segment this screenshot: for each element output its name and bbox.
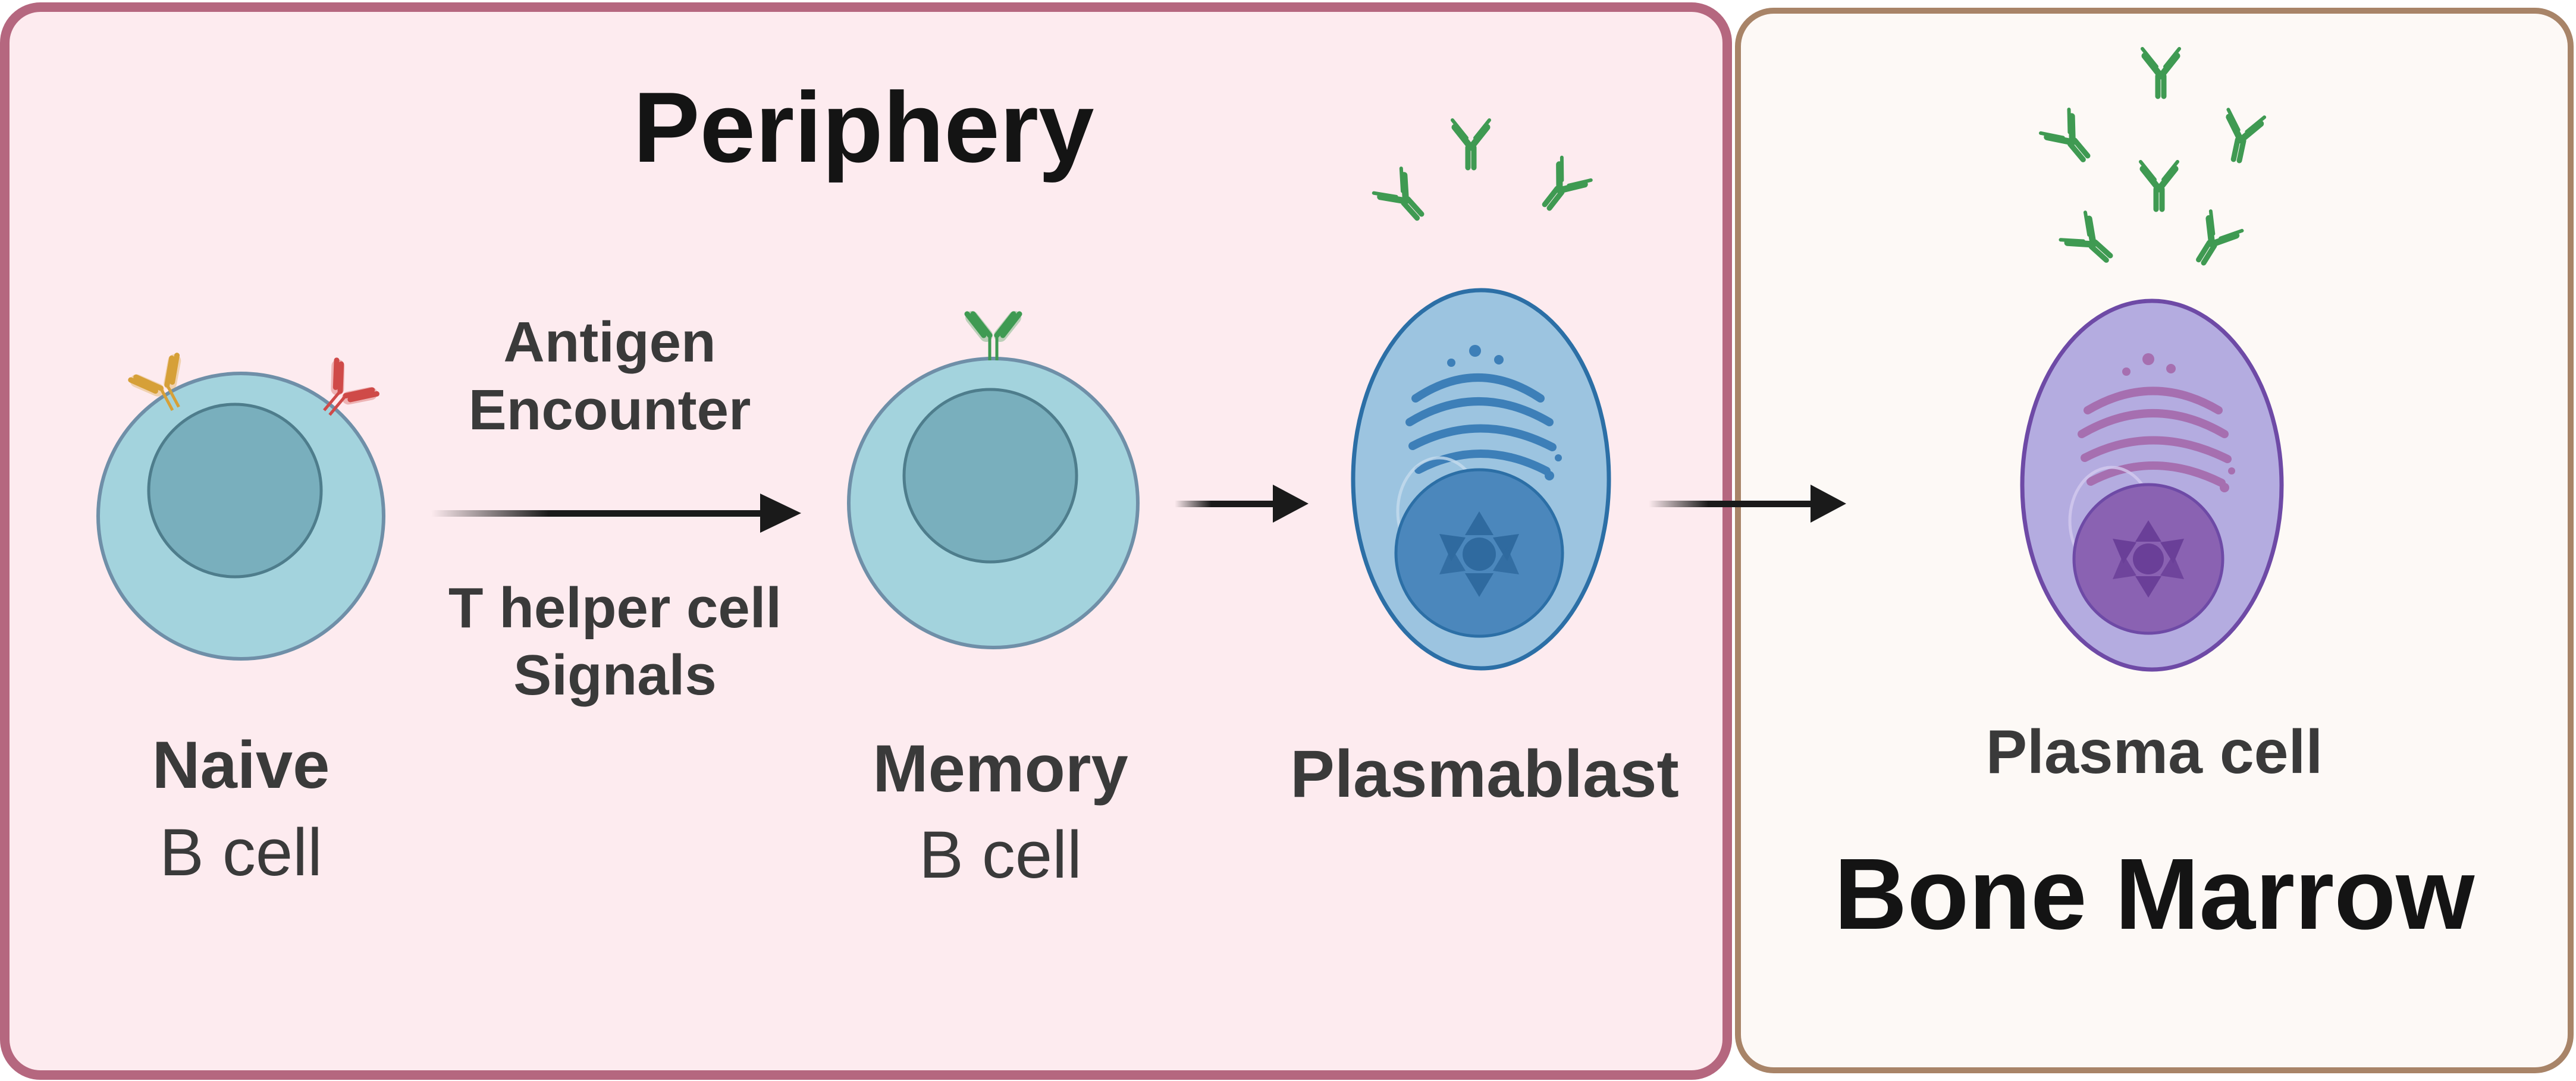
plasma-cell-label: Plasma cell xyxy=(1986,718,2323,787)
arrow-memory-to-plasmablast xyxy=(1175,485,1309,523)
arrow-plasmablast-to-plasma-cell xyxy=(1649,485,1846,523)
t-helper-label-2: Signals xyxy=(513,643,716,707)
vesicle-icon xyxy=(1447,345,1562,480)
plasma-endoplasmic-reticulum-icon xyxy=(2078,386,2232,487)
bone-marrow-title: Bone Marrow xyxy=(1834,838,2475,951)
memory-b-cell-label: B cell xyxy=(919,818,1082,892)
naive-b-cell xyxy=(96,356,385,661)
naive-label: Naive xyxy=(152,728,330,802)
plasmablast-nucleus-icon xyxy=(1439,511,1519,597)
endoplasmic-reticulum-icon xyxy=(1405,373,1557,475)
periphery-title: Periphery xyxy=(633,71,1094,183)
t-helper-label: T helper cell xyxy=(448,576,782,640)
memory-label: Memory xyxy=(873,731,1128,806)
antigen-encounter-label-2: Encounter xyxy=(469,378,751,442)
antigen-encounter-label: Antigen xyxy=(503,310,716,374)
plasmablast-cell xyxy=(1351,288,1611,671)
plasma-cell xyxy=(2020,298,2284,672)
plasma-nucleus-icon xyxy=(2113,520,2184,598)
arrow-naive-to-memory xyxy=(431,494,801,533)
plasmablast-label: Plasmablast xyxy=(1290,737,1679,811)
memory-b-cell xyxy=(847,314,1140,649)
naive-b-cell-label: B cell xyxy=(159,815,322,890)
